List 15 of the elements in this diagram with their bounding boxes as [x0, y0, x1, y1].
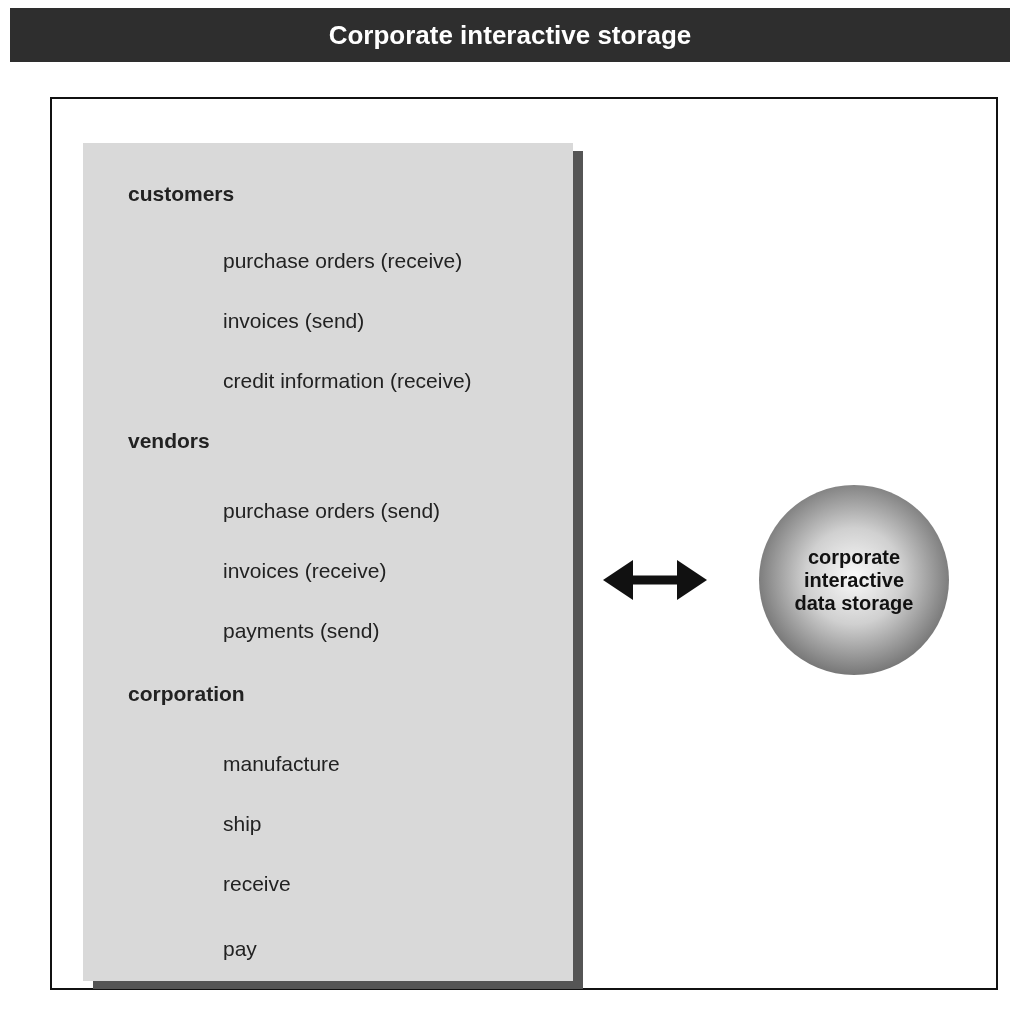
- sphere-label: corporate interactive data storage: [793, 545, 915, 615]
- list-item: invoices (send): [223, 310, 365, 331]
- list-item: purchase orders (receive): [223, 250, 463, 271]
- list-item: manufacture: [223, 753, 340, 774]
- group-heading: corporation: [128, 683, 245, 704]
- list-item: invoices (receive): [223, 560, 387, 581]
- list-item: purchase orders (send): [223, 500, 441, 521]
- group-heading: vendors: [128, 430, 210, 451]
- list-item: pay: [223, 938, 257, 959]
- title-banner: Corporate interactive storage: [10, 8, 1010, 62]
- group-heading: customers: [128, 183, 235, 204]
- list-item: ship: [223, 813, 262, 834]
- list-item: credit information (receive): [223, 370, 472, 391]
- list-item: payments (send): [223, 620, 380, 641]
- list-item: receive: [223, 873, 291, 894]
